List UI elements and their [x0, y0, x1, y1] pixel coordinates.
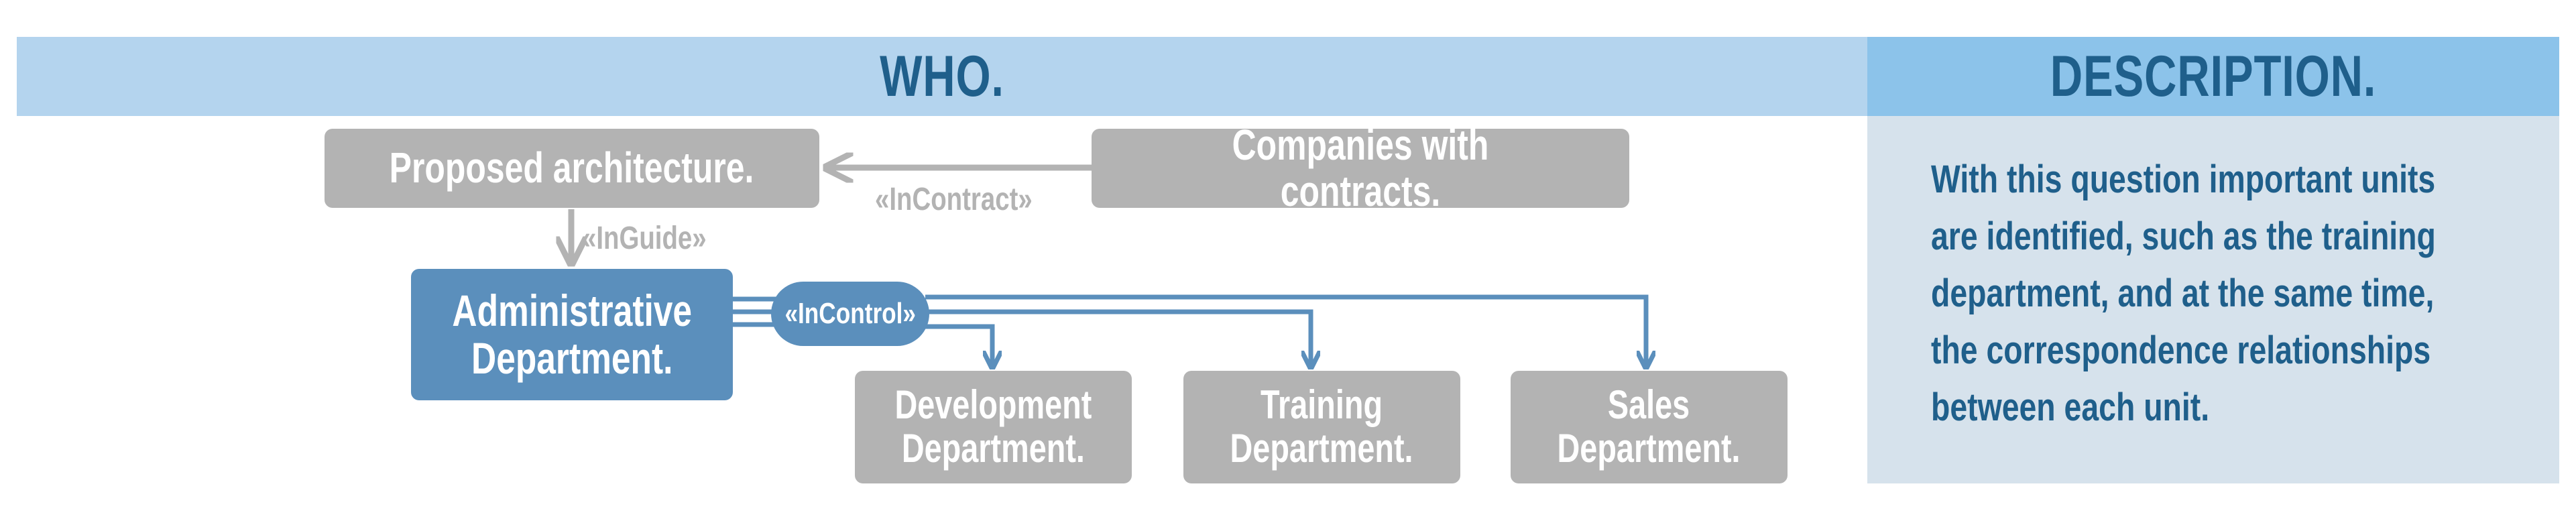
- in-contract-text: «InContract»: [875, 182, 1033, 217]
- in-control-badge: «InControl»: [771, 282, 929, 346]
- in-guide-text: «InGuide»: [582, 221, 707, 256]
- sales-department-box: Sales Department.: [1511, 371, 1788, 483]
- proposed-architecture-box: Proposed architecture.: [325, 129, 819, 208]
- who-header: WHO.: [880, 44, 1004, 109]
- administrative-department-label: Administrative Department.: [452, 285, 692, 383]
- companies-with-contracts-label: Companies with contracts.: [1232, 120, 1489, 215]
- in-contract-label: «InContract»: [875, 181, 1071, 218]
- development-department-box: Development Department.: [855, 371, 1132, 483]
- description-header: DESCRIPTION.: [2050, 44, 2377, 109]
- description-header-band: [1867, 37, 2559, 116]
- description-text: With this question important units are i…: [1931, 151, 2508, 436]
- description-line: between each unit.: [1931, 386, 2210, 429]
- description-line: department, and at the same time,: [1931, 272, 2435, 315]
- sales-department-label: Sales Department.: [1557, 382, 1741, 471]
- who-header-band: [17, 37, 1867, 116]
- training-department-label: Training Department.: [1230, 382, 1414, 471]
- description-line: the correspondence relationships: [1931, 329, 2431, 372]
- companies-with-contracts-box: Companies with contracts.: [1092, 121, 1629, 215]
- in-control-connector: [731, 294, 1646, 367]
- in-guide-label: «InGuide»: [582, 220, 738, 257]
- in-control-label: «InControl»: [784, 297, 916, 330]
- description-line: are identified, such as the training: [1931, 215, 2436, 258]
- description-line: With this question important units: [1931, 158, 2436, 201]
- administrative-department-box: Administrative Department.: [411, 269, 733, 400]
- development-department-label: Development Department.: [894, 382, 1092, 471]
- training-department-box: Training Department.: [1183, 371, 1460, 483]
- proposed-architecture-label: Proposed architecture.: [390, 143, 754, 192]
- description-panel: [1867, 116, 2559, 483]
